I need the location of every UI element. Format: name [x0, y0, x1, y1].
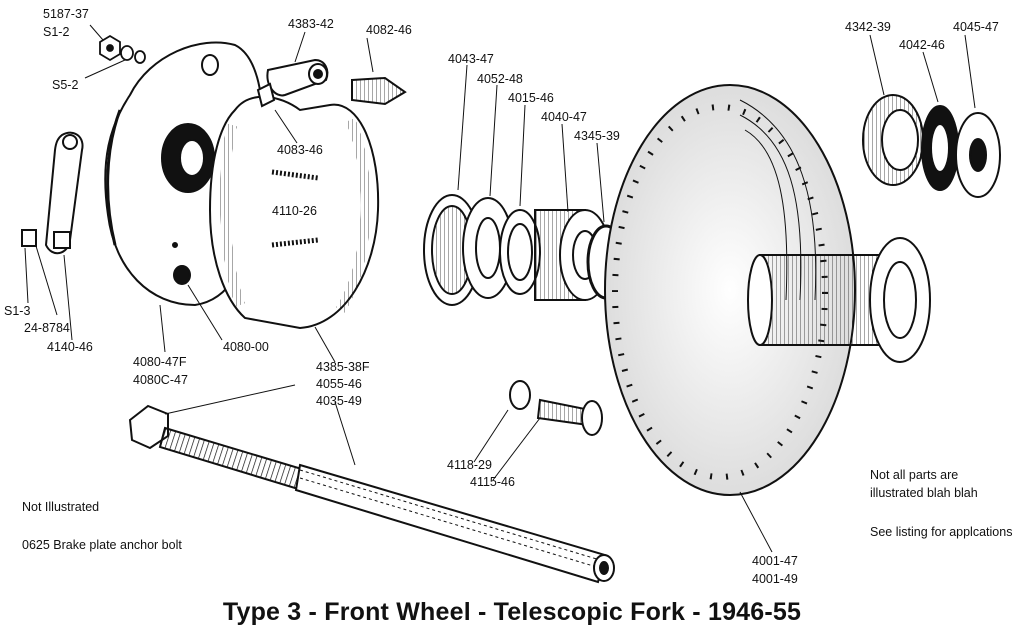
- callout-s1-3: S1-3: [4, 304, 31, 318]
- callout-s1-2: S1-2: [43, 25, 70, 39]
- callout-4110-26: 4110-26: [272, 204, 317, 218]
- callout-4001-47: 4001-47: [752, 554, 798, 568]
- axle-drawing: [128, 404, 615, 584]
- callout-4118-29: 4118-29: [447, 458, 492, 472]
- callout-4080-00: 4080-00: [223, 340, 269, 354]
- callout-4080c-47: 4080C-47: [133, 373, 188, 387]
- diagram-title: Type 3 - Front Wheel - Telescopic Fork -…: [222, 598, 802, 626]
- side-note-line-3: See listing for applcations: [870, 525, 1013, 539]
- callout-24-8784: 24-8784: [24, 321, 70, 335]
- brake-cam-drawing: [256, 58, 329, 108]
- not-illustrated-item: 0625 Brake plate anchor bolt: [22, 538, 182, 552]
- side-note-line-1: Not all parts are: [870, 468, 959, 482]
- callout-4042-46: 4042-46: [899, 38, 945, 52]
- callout-4015-46: 4015-46: [508, 91, 554, 105]
- callout-4383-42: 4383-42: [288, 17, 334, 31]
- grease-fitting-drawing: [351, 76, 407, 106]
- callout-4080-47f: 4080-47F: [133, 355, 187, 369]
- nut-washer-drawing: [99, 34, 146, 64]
- callout-5187-37: 5187-37: [43, 7, 89, 21]
- callout-4052-48: 4052-48: [477, 72, 523, 86]
- callout-4043-47: 4043-47: [448, 52, 494, 66]
- spacer-bolt-drawing: [509, 380, 603, 436]
- callout-4001-49: 4001-49: [752, 572, 798, 586]
- hub-drawing: [604, 84, 931, 496]
- callout-4035-49: 4035-49: [316, 394, 362, 408]
- callout-4082-46: 4082-46: [366, 23, 412, 37]
- callout-4342-39: 4342-39: [845, 20, 891, 34]
- leader-lines: [24, 24, 976, 553]
- callout-4055-46: 4055-46: [316, 377, 362, 391]
- hub-bearing-drawing: [862, 94, 1001, 198]
- callout-4385-38f: 4385-38F: [316, 360, 370, 374]
- callout-4040-47: 4040-47: [541, 110, 587, 124]
- brake-lever-drawing: [21, 131, 84, 255]
- callout-4083-46: 4083-46: [277, 143, 323, 157]
- callout-4345-39: 4345-39: [574, 129, 620, 143]
- callout-4045-47: 4045-47: [953, 20, 999, 34]
- callout-s5-2: S5-2: [52, 78, 79, 92]
- not-illustrated-heading: Not Illustrated: [22, 500, 100, 514]
- bearing-stack-drawing: [423, 194, 626, 306]
- side-note-line-2: illustrated blah blah: [870, 486, 978, 500]
- brake-shoes-drawing: [208, 95, 380, 330]
- callout-4140-46: 4140-46: [47, 340, 93, 354]
- callout-4115-46: 4115-46: [470, 475, 515, 489]
